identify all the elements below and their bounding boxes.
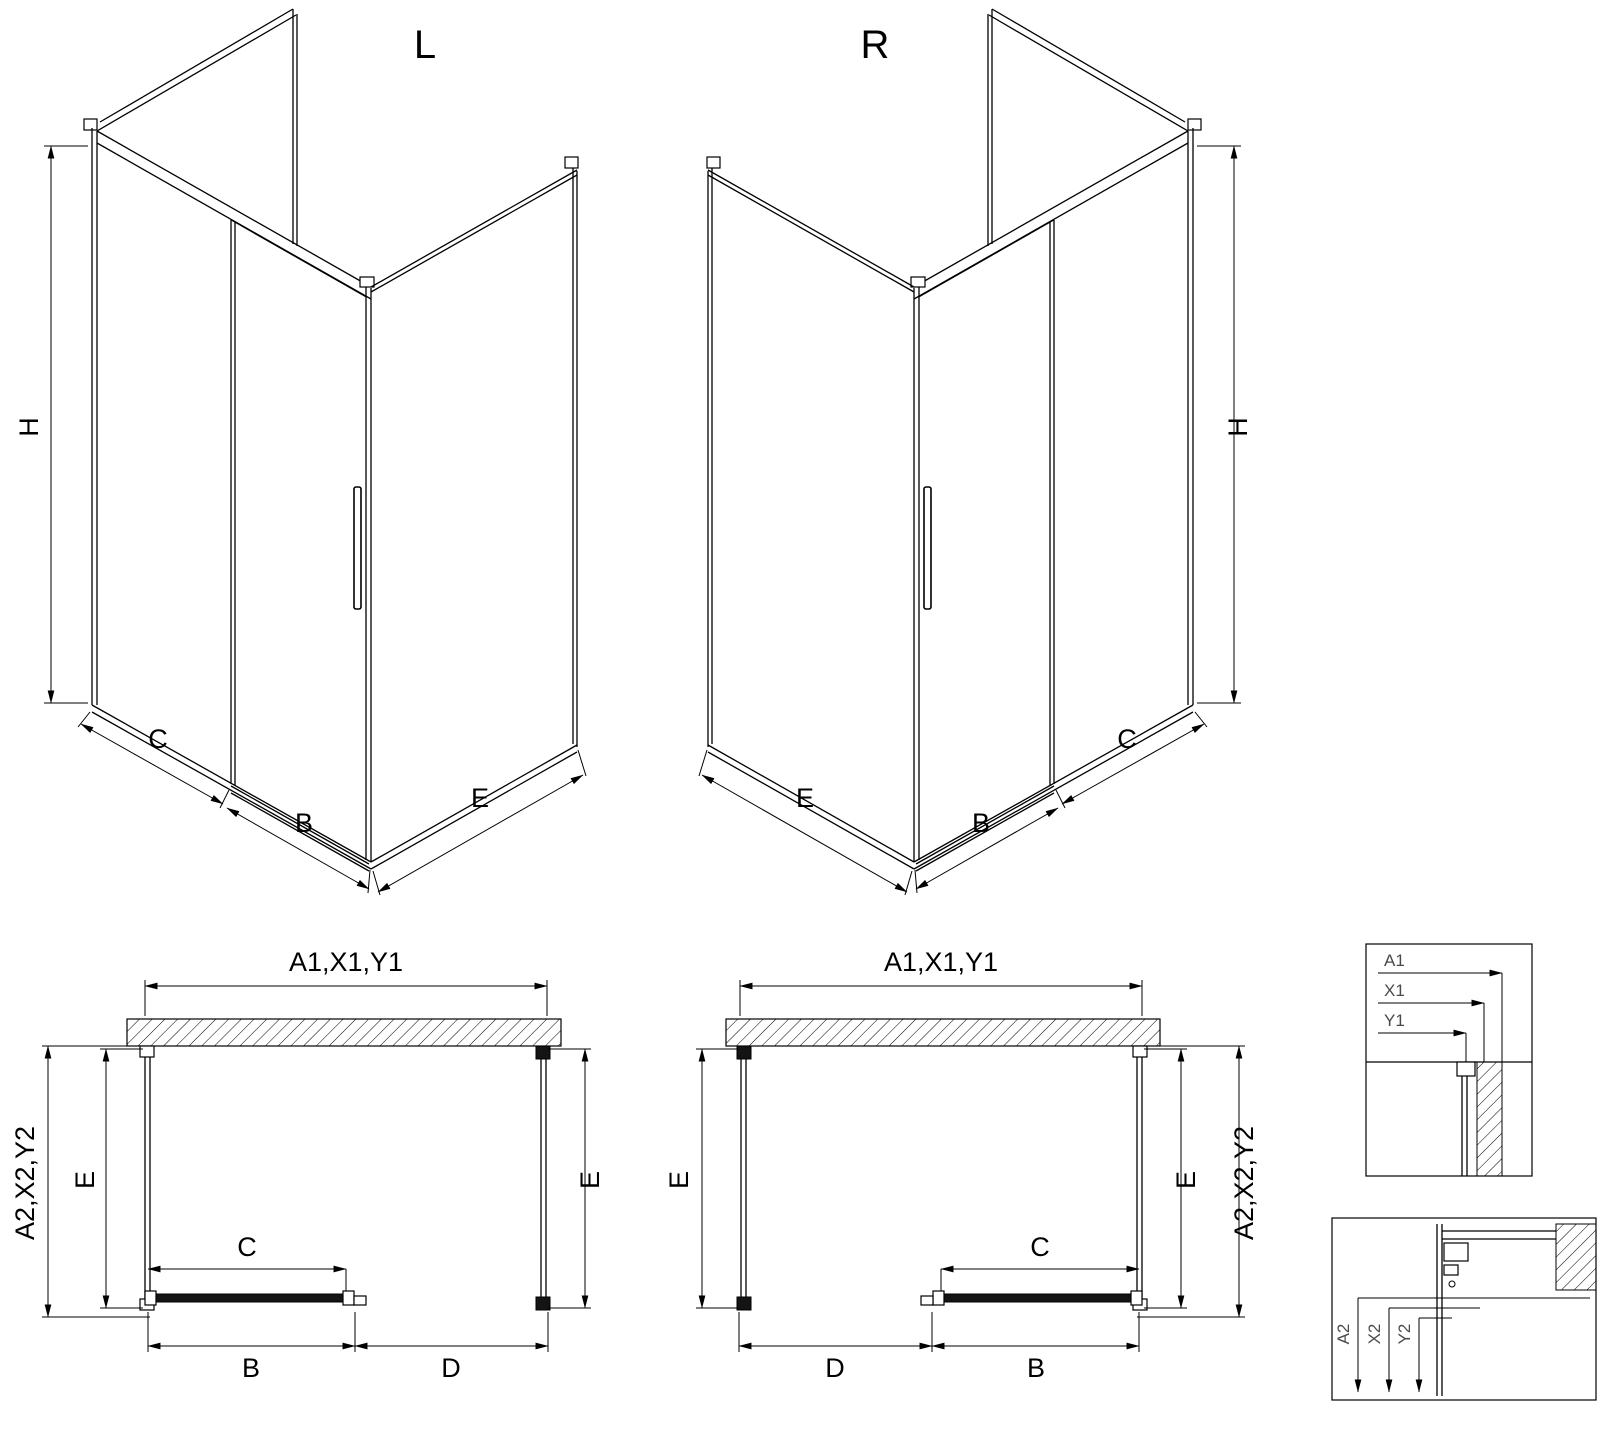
leader-a2: A2 <box>1334 1297 1590 1393</box>
dim-label-c: C <box>148 724 168 754</box>
sliding-door-plan <box>920 1290 1143 1306</box>
corner-fitting-icon <box>910 276 926 288</box>
profile-section <box>1443 1264 1459 1276</box>
back-panel-glass <box>96 8 298 246</box>
leader-y1: Y1 <box>1378 1011 1467 1062</box>
view-label-r: R <box>861 23 890 67</box>
wall-bracket-icon <box>706 156 721 169</box>
dim-label-a1x1y1: A1,X1,Y1 <box>884 947 998 977</box>
dimension-outer-depth: A2,X2,Y2 <box>10 1045 150 1318</box>
dimension-side-depth: E <box>372 749 587 896</box>
dim-label-d: D <box>825 1353 845 1383</box>
iso-view-left: L <box>14 8 587 896</box>
dimension-slide-width: C <box>940 1232 1140 1291</box>
dimension-height: H <box>1197 145 1253 704</box>
leader-y2: Y2 <box>1395 1317 1452 1393</box>
dimension-depth-left: E <box>664 1048 739 1309</box>
right-side-panel-plan <box>535 1045 551 1311</box>
dim-label-b: B <box>242 1353 260 1383</box>
dim-label-e: E <box>1171 1171 1201 1189</box>
detail-label-y1: Y1 <box>1384 1011 1405 1030</box>
room-wall-hatched <box>126 1018 562 1047</box>
wall-bracket-icon <box>1187 118 1202 131</box>
detail-box <box>1331 1217 1597 1401</box>
wall-bracket-icon <box>564 156 579 169</box>
sliding-door-plan <box>144 1290 367 1306</box>
wall-bracket-icon <box>83 118 98 131</box>
dim-label-e: E <box>575 1171 605 1189</box>
dim-label-h: H <box>1223 417 1253 437</box>
dimension-slide-width: C <box>147 1232 347 1291</box>
dim-label-b: B <box>1027 1353 1045 1383</box>
door-handle <box>353 486 362 610</box>
front-wall-glass <box>91 128 372 872</box>
dim-label-c: C <box>237 1232 257 1262</box>
leader-x1: X1 <box>1378 981 1485 1062</box>
dim-label-c: C <box>1117 724 1137 754</box>
dimension-depth-right: E <box>548 1048 605 1309</box>
dimension-height: H <box>14 145 88 704</box>
dimension-total-width: A1,X1,Y1 <box>739 947 1143 1016</box>
dimension-fixed-width: C <box>1055 711 1208 809</box>
detail-box <box>1365 943 1533 1177</box>
wall-section-hatched <box>1476 1061 1503 1177</box>
iso-view-right: R <box>698 8 1253 896</box>
dim-label-h: H <box>14 417 44 437</box>
leader-x2: X2 <box>1365 1307 1480 1393</box>
dim-label-a2x2y2: A2,X2,Y2 <box>1229 1126 1259 1240</box>
dim-label-d: D <box>441 1353 461 1383</box>
dim-label-a1x1y1: A1,X1,Y1 <box>289 947 403 977</box>
detail-label-x2: X2 <box>1365 1324 1384 1345</box>
dimension-depth-left: E <box>70 1048 143 1309</box>
door-handle <box>923 486 932 610</box>
dim-label-b: B <box>295 808 313 838</box>
dimension-depth-right: E <box>1144 1048 1201 1309</box>
detail-width-section: A1 X1 Y1 <box>1365 943 1533 1177</box>
dim-label-e: E <box>471 783 489 813</box>
detail-label-a1: A1 <box>1384 951 1405 970</box>
room-wall-hatched <box>725 1018 1161 1047</box>
dimension-bottom-segments: D B <box>738 1312 1140 1383</box>
left-side-panel-plan <box>139 1045 155 1311</box>
side-panel-glass <box>370 168 578 870</box>
dimension-total-width: A1,X1,Y1 <box>144 947 548 1016</box>
dimension-bottom-segments: B D <box>147 1312 549 1383</box>
dimension-side-depth: E <box>698 749 913 896</box>
dim-label-b: B <box>972 808 990 838</box>
leader-a1: A1 <box>1378 951 1503 1062</box>
dim-label-a2x2y2: A2,X2,Y2 <box>10 1126 40 1240</box>
detail-label-x1: X1 <box>1384 981 1405 1000</box>
view-label-l: L <box>414 23 436 67</box>
wall-section-hatched <box>1555 1223 1597 1291</box>
fastener-icon <box>1448 1280 1456 1288</box>
dimension-fixed-width: C <box>77 711 230 809</box>
dim-label-e: E <box>664 1171 694 1189</box>
dimension-outer-depth: A2,X2,Y2 <box>1137 1045 1259 1318</box>
plan-view-right: A1,X1,Y1 C E <box>664 947 1259 1383</box>
back-panel-glass <box>987 8 1189 246</box>
right-side-panel-plan <box>1132 1045 1148 1311</box>
dim-label-e: E <box>796 783 814 813</box>
side-panel-glass <box>707 168 915 870</box>
dim-label-e: E <box>70 1171 100 1189</box>
profile-section <box>1456 1061 1476 1077</box>
detail-depth-section: A2 X2 Y2 <box>1331 1217 1597 1401</box>
plan-view-left: A1,X1,Y1 C E <box>10 947 605 1383</box>
dimension-door-width: B <box>226 807 371 894</box>
roller-profile-section <box>1443 1242 1469 1262</box>
front-wall-glass <box>913 128 1194 872</box>
corner-fitting-icon <box>359 276 375 288</box>
dim-label-c: C <box>1030 1232 1050 1262</box>
detail-label-a2: A2 <box>1334 1324 1353 1345</box>
dimension-door-width: B <box>914 807 1059 894</box>
left-side-panel-plan <box>736 1045 752 1311</box>
detail-label-y2: Y2 <box>1395 1324 1414 1345</box>
